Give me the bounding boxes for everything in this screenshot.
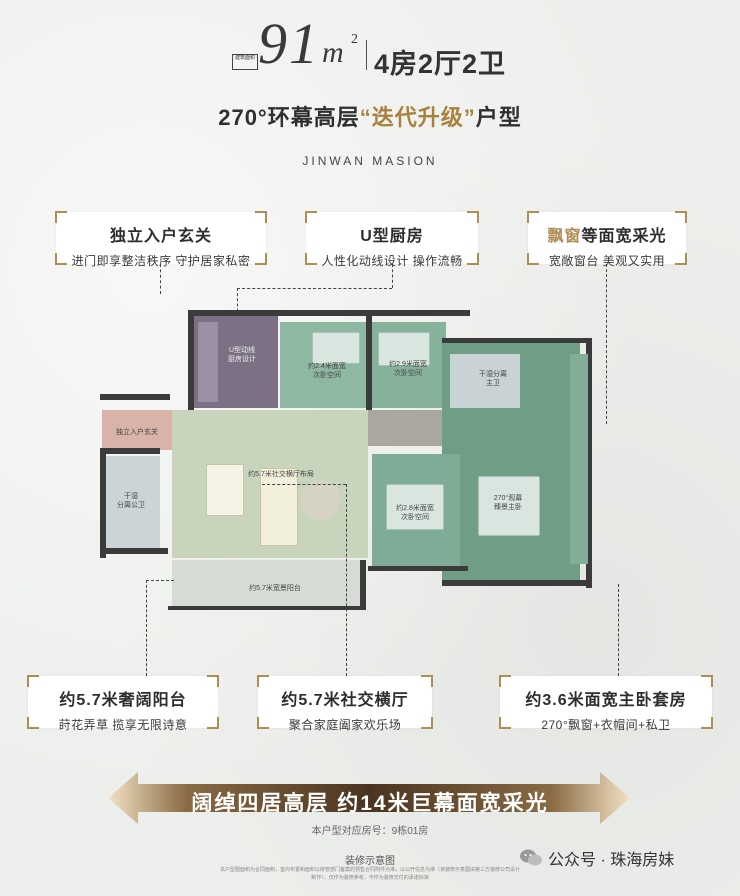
callout-kitchen-title: U型厨房	[360, 228, 424, 245]
callout-balcony-title: 约5.7米奢阔阳台	[59, 692, 187, 709]
wall	[442, 338, 592, 343]
callout-baywindow: 飘窗等面宽采光 宽敞窗台 美观又实用	[527, 211, 687, 268]
label-public-bath: 干湿 分离公卫	[117, 493, 145, 509]
callout-master-sub: 270°飘窗+衣帽间+私卫	[541, 718, 671, 732]
wall	[168, 606, 366, 610]
wall	[442, 580, 592, 586]
subtitle-quote: “迭代升级”	[359, 105, 476, 130]
callout-baywindow-highlight: 飘窗	[547, 228, 582, 245]
subtitle-pre: 270°环幕高层	[218, 105, 360, 130]
leader-line	[618, 584, 619, 676]
label-master: 270°观幕 臻景主卧	[493, 495, 523, 511]
banner-text: 阔绰四居高层 约14米巨幕面宽采光	[191, 792, 549, 815]
leader-line	[237, 288, 392, 289]
entry-foyer	[102, 410, 172, 450]
callout-master: 约3.6米面宽主卧套房 270°飘窗+衣帽间+私卫	[499, 675, 713, 732]
subtitle-post: 户型	[475, 105, 522, 130]
wall	[188, 310, 194, 410]
leader-line	[146, 580, 147, 676]
balcony	[172, 560, 362, 606]
callout-hall-title: 约5.7米社交横厅	[281, 692, 409, 709]
bed	[386, 484, 444, 530]
room-count: 4房2厅2卫	[374, 49, 507, 79]
bed	[312, 332, 360, 364]
public-bath	[102, 456, 160, 548]
label-balcony: 约5.7米宽景阳台	[249, 585, 301, 592]
wall	[100, 548, 168, 554]
watermark-text: 公众号 · 珠海房妹	[548, 852, 675, 869]
bed	[378, 332, 430, 366]
wall	[188, 310, 470, 316]
area-badge: 建筑面积	[232, 54, 258, 70]
callout-kitchen-sub: 人性化动线设计 操作流畅	[321, 254, 463, 268]
area-unit: m	[322, 36, 344, 69]
wechat-icon	[520, 849, 542, 866]
label-bedroom-c: 约2.8米面宽 次卧空间	[396, 505, 434, 521]
wall	[360, 560, 366, 610]
corridor	[368, 410, 442, 446]
subtitle: 270°环幕高层“迭代升级”户型	[0, 100, 740, 132]
area-number: 91	[258, 11, 320, 76]
floor-plan: U型动线 厨房设计 约2.4米面宽 次卧空间 约2.9米面宽 次卧空间 干湿分离…	[90, 298, 622, 628]
label-bedroom-a: 约2.4米面宽 次卧空间	[308, 363, 346, 379]
callout-balcony: 约5.7米奢阔阳台 莳花弄草 揽享无限诗意	[27, 675, 219, 732]
label-kitchen: U型动线 厨房设计	[228, 347, 256, 363]
callout-entry: 独立入户玄关 进门即享整洁秩序 守护居家私密	[55, 211, 267, 268]
wall	[366, 310, 372, 410]
callout-baywindow-sub: 宽敞窗台 美观又实用	[548, 254, 666, 268]
area-unit-superscript: 2	[351, 32, 358, 47]
banner-arrow	[108, 772, 630, 824]
callout-entry-sub: 进门即享整洁秩序 守护居家私密	[71, 254, 251, 268]
label-hall: 约5.7米社交横厅布局	[248, 471, 314, 478]
label-bedroom-b: 约2.9米面宽 次卧空间	[389, 361, 427, 377]
callout-master-title: 约3.6米面宽主卧套房	[525, 692, 687, 709]
wall	[100, 448, 106, 558]
bay-window	[570, 354, 588, 564]
wall	[100, 448, 160, 454]
dining-table	[206, 464, 244, 516]
callout-entry-title: 独立入户玄关	[109, 228, 212, 245]
callout-baywindow-title: 飘窗等面宽采光	[547, 228, 667, 245]
kitchen-counter	[198, 322, 218, 402]
leader-line	[392, 264, 393, 288]
room-number-note: 本户型对应房号：9栋01房	[311, 826, 429, 837]
leader-line	[146, 580, 174, 581]
callout-balcony-sub: 莳花弄草 揽享无限诗意	[58, 718, 188, 732]
disclaimer: 本户型图面积为合同面积，室内布置和面积以房管部门备案的预售合同附件为准。以公开信…	[220, 867, 521, 881]
master-bath-overlay	[450, 354, 520, 408]
wall	[100, 394, 170, 400]
brand-name: JINWAN MASION	[302, 154, 438, 168]
leader-line	[346, 484, 347, 676]
leader-line	[606, 264, 607, 424]
watermark: 公众号 · 珠海房妹	[520, 846, 674, 870]
label-master-bath-2: 干湿分离 主卫	[479, 371, 507, 387]
wall	[368, 566, 468, 571]
callout-hall: 约5.7米社交横厅 聚合家庭阖家欢乐场	[257, 675, 433, 732]
leader-line	[262, 484, 346, 485]
sofa-area	[260, 468, 298, 546]
callout-kitchen: U型厨房 人性化动线设计 操作流畅	[305, 211, 479, 268]
decor-note: 装修示意图	[345, 856, 395, 867]
wall	[586, 338, 592, 588]
round-rug	[300, 480, 340, 520]
callout-hall-sub: 聚合家庭阖家欢乐场	[288, 718, 402, 732]
leader-line	[160, 264, 161, 294]
master-bed	[478, 476, 540, 536]
header-divider	[366, 40, 367, 70]
label-entry: 独立入户玄关	[116, 429, 158, 436]
